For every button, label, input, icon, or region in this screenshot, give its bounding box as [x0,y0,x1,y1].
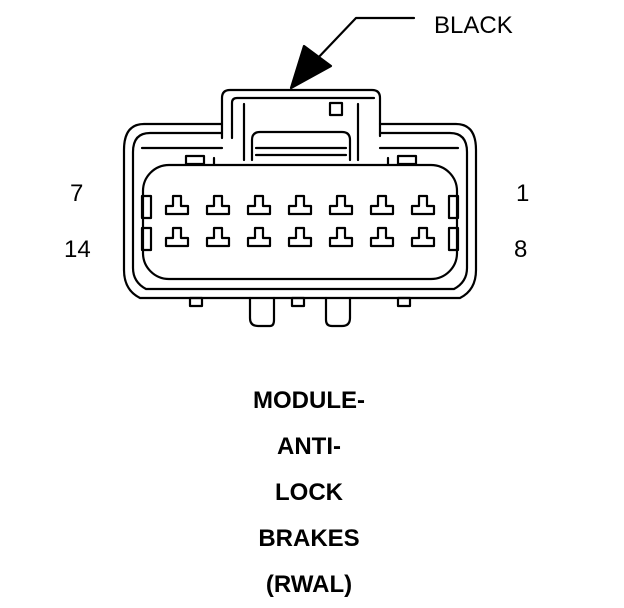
pin-cavity [141,163,459,281]
pin-label-bottom-left: 14 [64,236,91,263]
pin-label-bottom-right: 8 [514,236,528,263]
terminal-cavity [328,226,354,248]
caption-line: BRAKES [258,525,360,552]
terminal-cavity [410,226,436,248]
terminal-cavity [205,194,231,216]
pin-label-top-right: 1 [516,180,530,207]
terminal-cavity [205,226,231,248]
terminal-cavity [164,194,190,216]
callout-arrow [289,16,416,90]
caption-line: MODULE- [253,387,365,414]
terminal-cavity [287,194,313,216]
terminal-cavity [246,194,272,216]
terminal-cavity [410,194,436,216]
connector-caption: MODULE- ANTI- LOCK BRAKES (RWAL) [0,378,618,608]
caption-line: ANTI- [277,433,341,460]
terminal-cavity [287,226,313,248]
color-callout-label: BLACK [434,12,513,39]
pin-label-top-left: 7 [70,180,84,207]
terminal-cavity [246,226,272,248]
bottom-tabs [188,296,412,328]
caption-line: (RWAL) [265,571,353,598]
caption-line: LOCK [275,479,343,506]
terminal-cavity [328,194,354,216]
terminal-cavity [369,194,395,216]
connector-latch [220,88,382,162]
side-keys [140,194,460,252]
terminal-grid [164,194,436,248]
terminal-cavity [164,226,190,248]
connector-housing [122,122,478,300]
terminal-cavity [369,226,395,248]
